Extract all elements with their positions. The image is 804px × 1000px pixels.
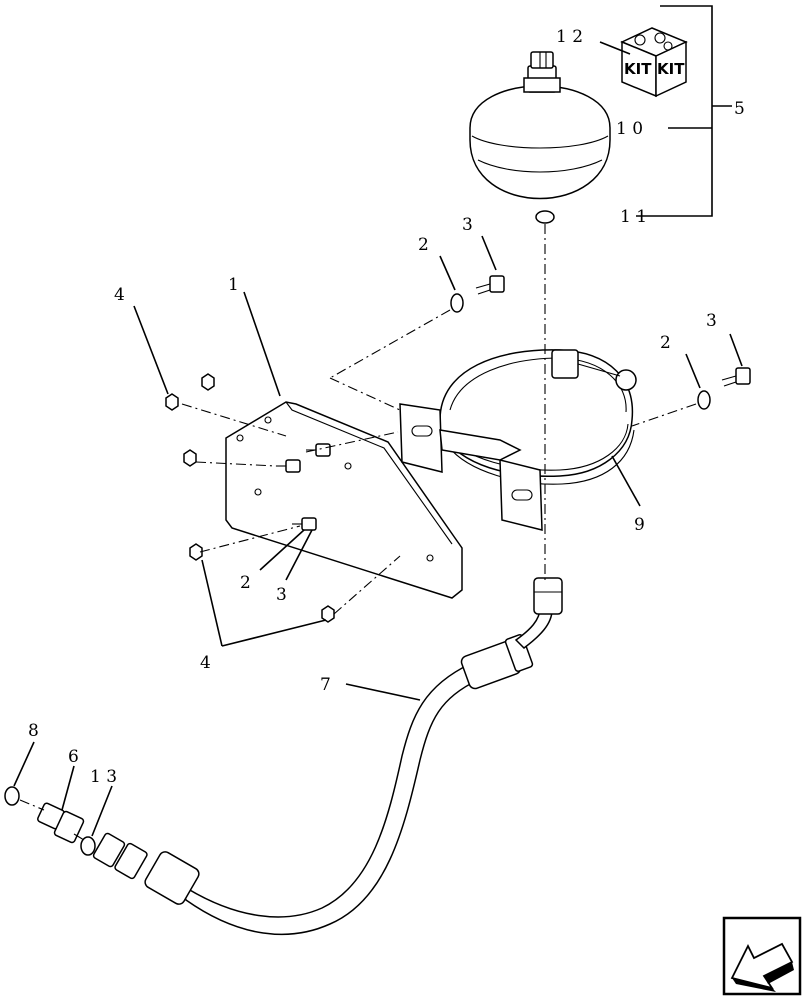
kit-label-right: KIT [657,60,685,78]
callout-9: 9 [634,515,645,535]
callout-4-bottom: 4 [200,653,211,673]
bolt-3-top [475,275,505,295]
accumulator-sphere [469,51,611,200]
callout-1: 1 [228,275,239,295]
callout-4-top: 4 [114,285,125,305]
o-ring-11 [535,210,555,224]
callout-3-bottom: 3 [276,585,287,605]
o-ring-13 [80,836,96,856]
callout-3-right: 3 [706,311,717,331]
callout-10: 1 0 [616,119,643,139]
callout-2-right: 2 [660,333,671,353]
callout-13: 1 3 [90,767,117,787]
leader-lines [13,41,743,837]
kit-label-left: KIT [624,60,652,78]
callout-11: 1 1 [620,207,647,227]
washer-2-right [697,390,711,410]
washer-2-top [450,293,464,313]
hydraulic-hose [92,577,563,936]
bolt-3-right [721,367,751,387]
callout-2-top: 2 [418,235,429,255]
kit-bracket-line [636,5,713,217]
assembly-centerlines [19,224,697,841]
callout-7: 7 [320,675,331,695]
mounting-bracket [225,401,463,599]
fitting-6 [37,802,85,844]
callout-2-bottom: 2 [240,573,251,593]
nuts [165,373,335,623]
callout-5: 5 [734,99,745,119]
clamp-band [399,349,637,531]
bracket-bolts [276,443,331,531]
callout-8: 8 [28,721,39,741]
o-ring-8 [4,786,20,806]
callout-3-top: 3 [462,215,473,235]
callout-12: 1 2 [556,27,583,47]
kit-box-icon: KIT KIT [620,27,688,98]
arrow-nav-icon[interactable] [722,916,802,996]
callout-6: 6 [68,747,79,767]
